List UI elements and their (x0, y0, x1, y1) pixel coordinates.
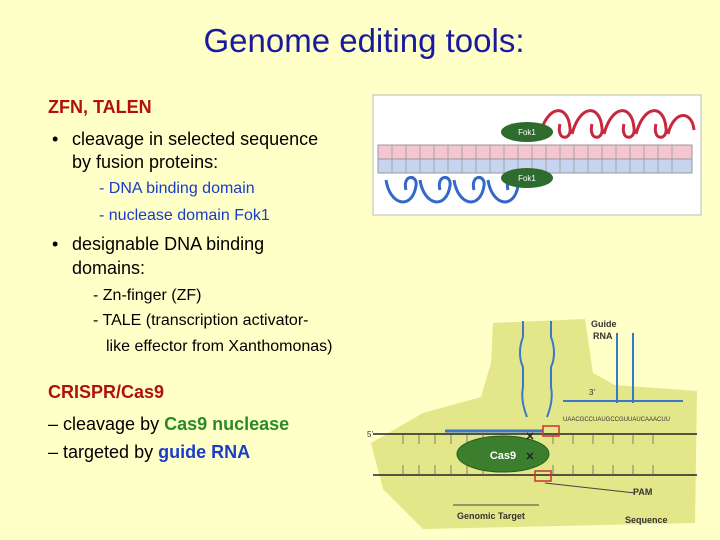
zfn-bullet2-line2: domains: (72, 258, 146, 278)
zfn-sub-tale-cont: like effector from Xanthomonas) (106, 338, 333, 355)
zfn-sub-tale: - TALE (transcription activator- (93, 312, 309, 329)
cas9-label: Cas9 (490, 450, 516, 462)
guide-rna-hairpin (616, 333, 634, 403)
genomic-target-label: Genomic Target (457, 511, 525, 521)
zinc-finger-top (538, 109, 696, 139)
scissors-icon (526, 432, 534, 440)
page-title: Genome editing tools: (203, 22, 525, 59)
pam-sequence-label: Sequence (625, 515, 668, 525)
cas9-nuclease-text: Cas9 nuclease (164, 414, 290, 434)
scissors-icon (526, 452, 534, 460)
zfn-figure: Fok1 Fok1 (372, 94, 702, 216)
pam-site-bottom (534, 470, 552, 482)
bullet-glyph: • (52, 234, 59, 254)
guide-sequence: UAACGCCUAUGCCGUUAUCAAACUU (563, 417, 670, 423)
cas9-enzyme (456, 435, 550, 473)
fok1-bottom-label: Fok1 (518, 174, 536, 183)
zfn-sub-dna-binding: - DNA binding domain (99, 180, 255, 197)
guide-rna-label-2: RNA (593, 331, 613, 341)
zfn-bullet1-line2: by fusion proteins: (72, 152, 219, 172)
pam-site-top (542, 425, 560, 437)
zfn-bullet1-line1: cleavage in selected sequence (72, 129, 319, 149)
bullet-glyph: • (52, 129, 59, 149)
crispr-line2: – targeted by guide RNA (48, 442, 250, 463)
zfn-sub-nuclease: - nuclease domain Fok1 (99, 207, 270, 224)
guide-rna-stem-right (546, 321, 555, 418)
cas9-complex-shape (371, 319, 697, 529)
guide-rna-label: Guide (591, 319, 617, 329)
five-prime-label: 5' (367, 430, 373, 439)
pam-pointer (544, 482, 636, 494)
crispr-line1: – cleavage by Cas9 nuclease (48, 414, 289, 435)
cas9-figure: Cas9 UAACGCCUAUGCCGUUAUCAAACUU Guide RNA… (367, 319, 697, 529)
crispr-heading: CRISPR/Cas9 (48, 382, 165, 402)
guide-rna-text: guide RNA (158, 442, 251, 462)
fok1-top-domain (501, 122, 553, 142)
crispr-line2-prefix: – targeted by (48, 442, 159, 462)
zfn-heading: ZFN, TALEN (48, 97, 152, 117)
fok1-bottom-domain (501, 168, 553, 188)
zfn-bullet2-line1: designable DNA binding (72, 234, 265, 254)
zfn-sub-zf: - Zn-finger (ZF) (93, 287, 202, 304)
dna-strand-top (377, 144, 693, 160)
three-prime-label: 3' (589, 388, 595, 397)
guide-rna-stem (519, 321, 528, 418)
fok1-top-label: Fok1 (518, 128, 536, 137)
pam-label: PAM (633, 487, 652, 497)
crispr-line1-prefix: – cleavage by (48, 414, 165, 434)
